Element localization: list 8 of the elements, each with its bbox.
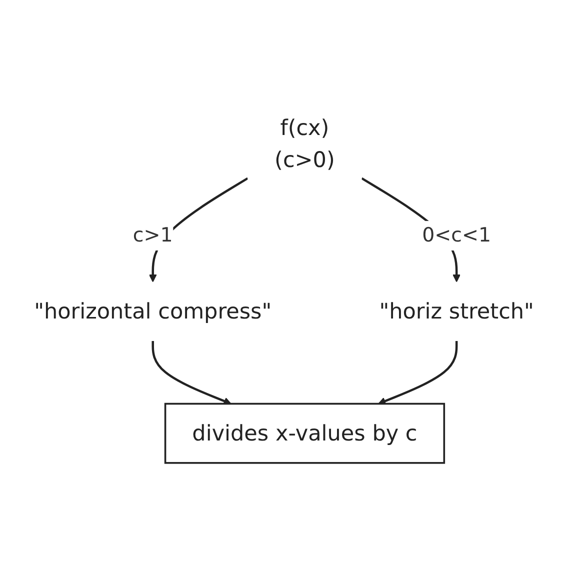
node-text: f(cx) (c>0) [274, 115, 335, 172]
node-text: "horizontal compress" [34, 298, 272, 324]
edge-label: c>1 [132, 224, 173, 247]
edge-label: 0<c<1 [422, 224, 492, 247]
node-text: "horiz stretch" [379, 298, 534, 324]
arrow [378, 341, 458, 405]
node-box: divides x-values by c [164, 402, 446, 464]
arrow [152, 341, 232, 405]
